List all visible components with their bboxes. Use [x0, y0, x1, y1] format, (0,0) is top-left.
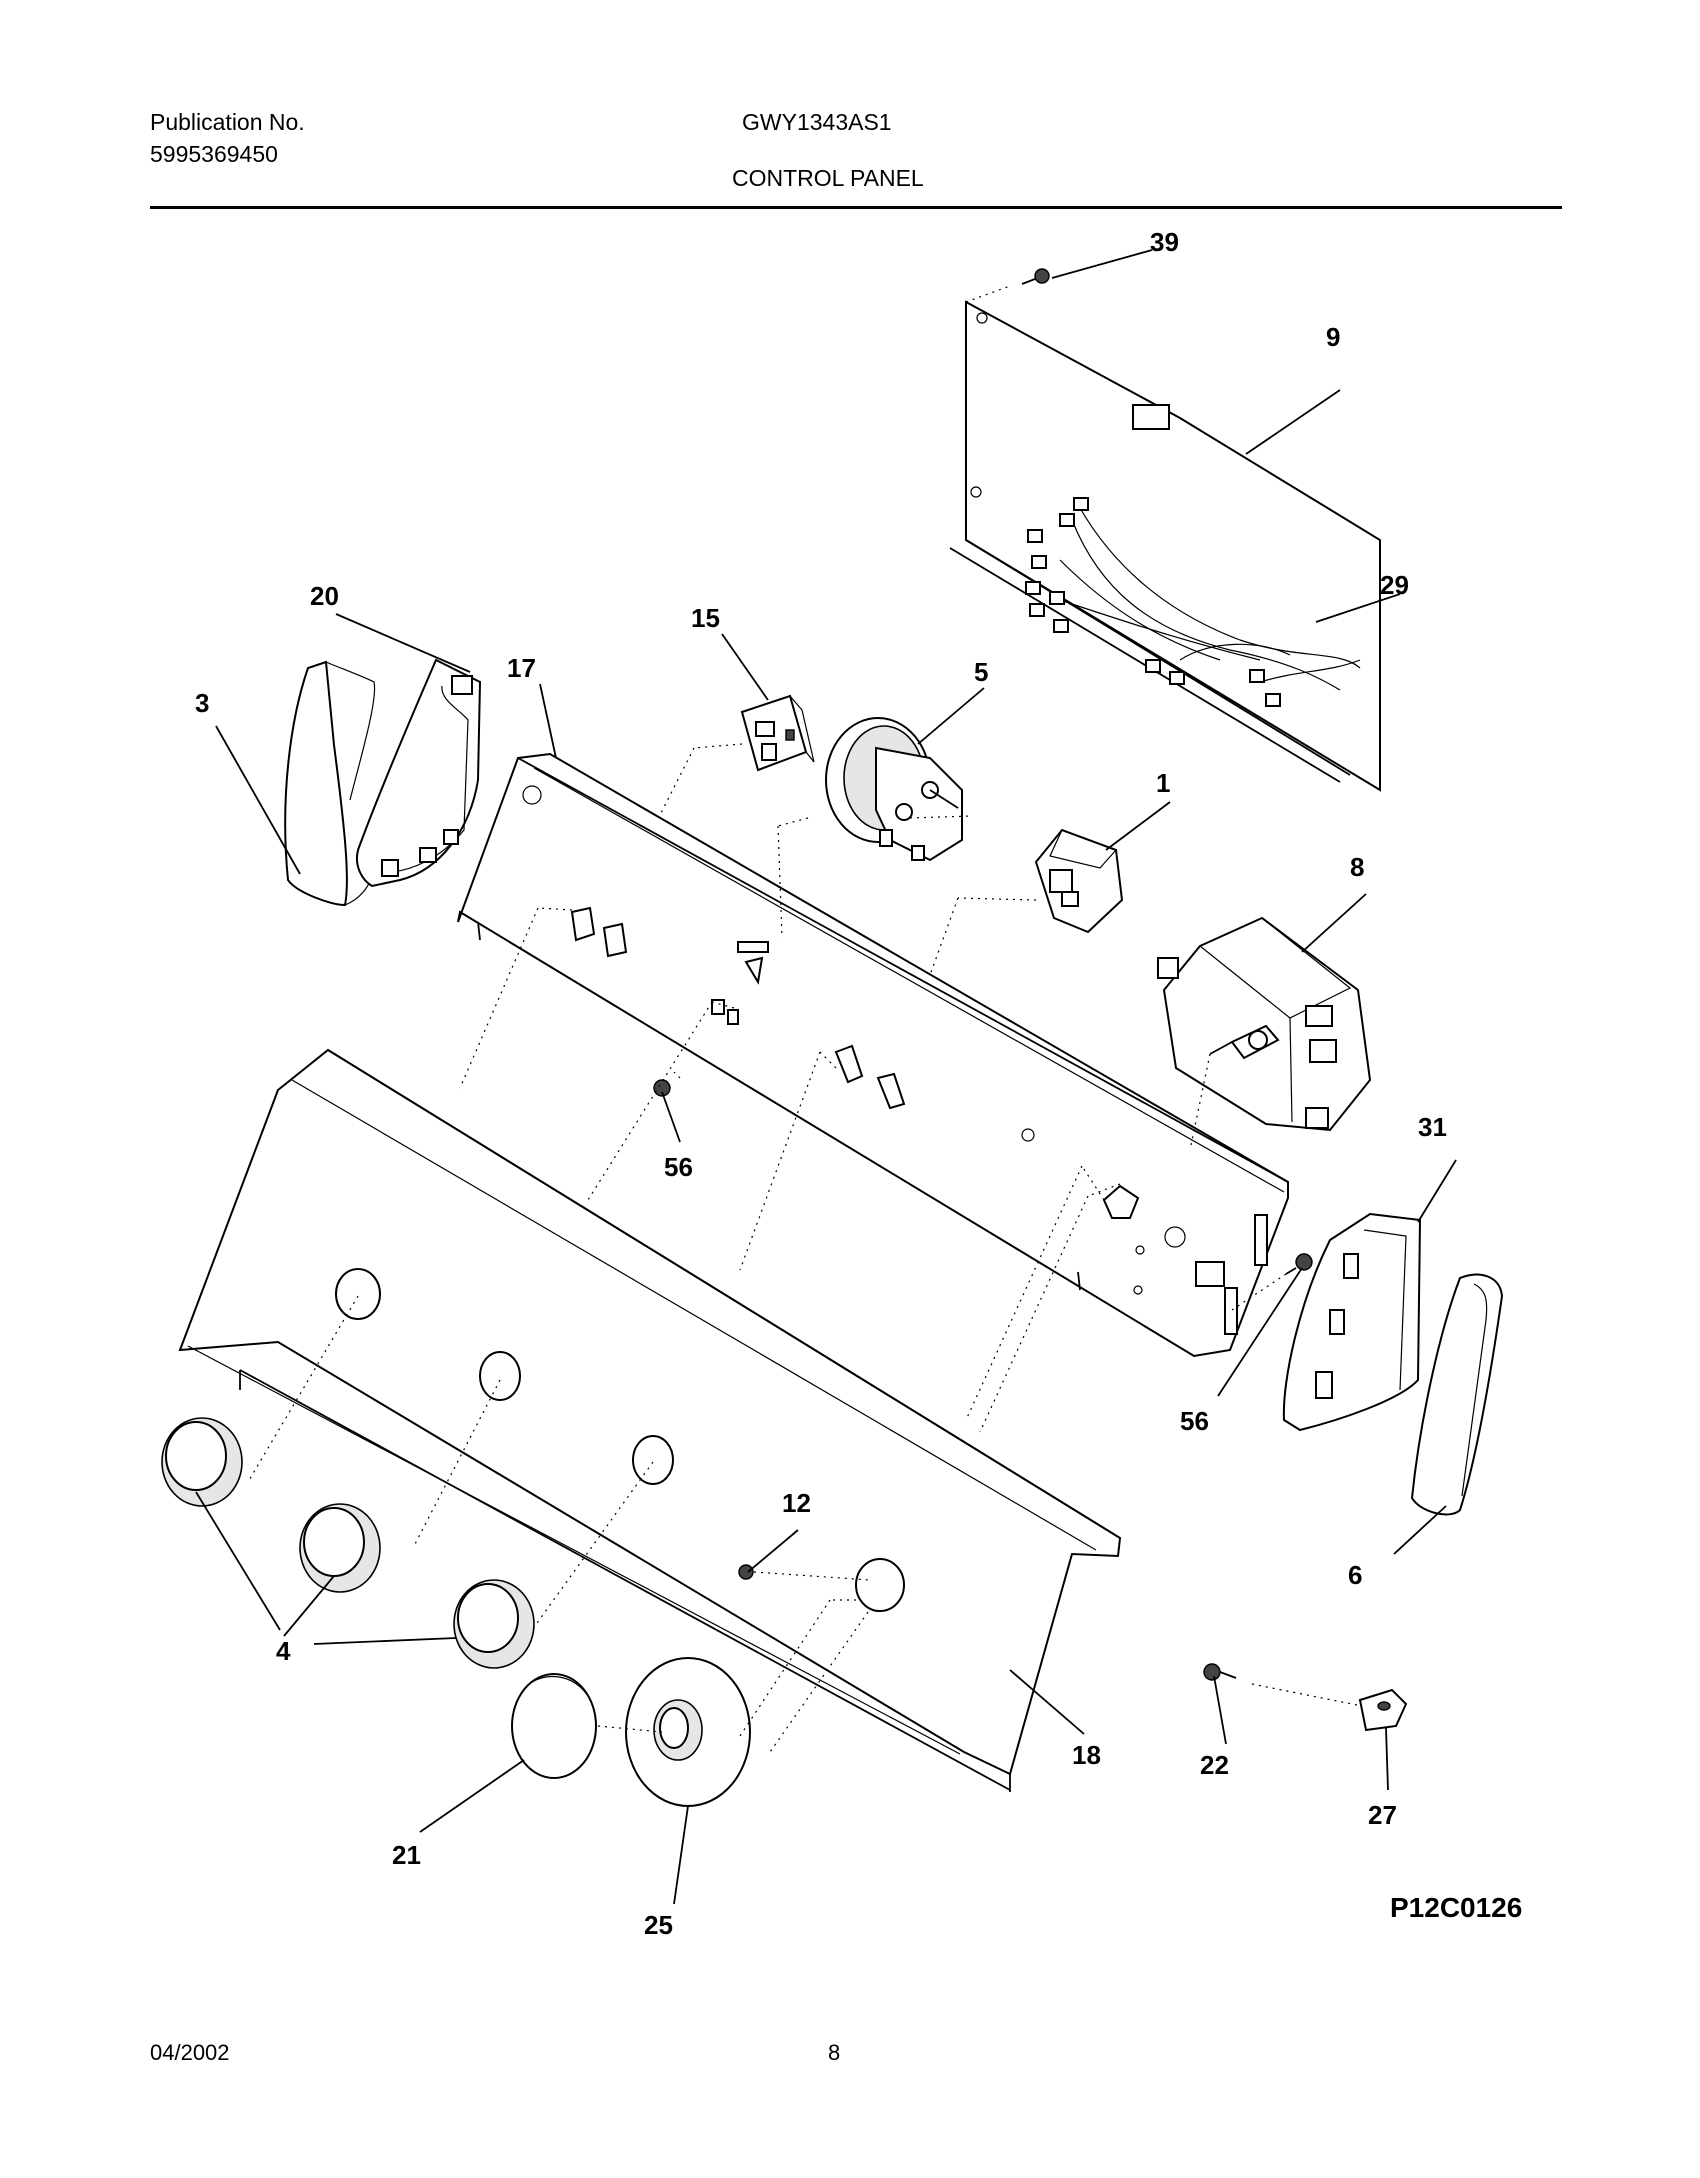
callout-29: 29: [1380, 570, 1409, 600]
switch-clip: [570, 906, 1140, 1219]
timer-part: [825, 717, 963, 862]
knob-part: [161, 1417, 243, 1507]
callout-labels: 39 9 29 20 15 5 17 3 1 8 56 56 31 6 12 4…: [195, 227, 1447, 1940]
motor-timer-part: [1157, 916, 1372, 1132]
knob-part: [299, 1503, 381, 1593]
knob-cap-part: [511, 1673, 597, 1779]
callout-4: 4: [276, 1636, 291, 1666]
footer-date: 04/2002: [150, 2040, 230, 2065]
publication-number: 5995369450: [150, 141, 278, 167]
publication-label: Publication No.: [150, 109, 305, 135]
screw-part: [1021, 268, 1050, 285]
callout-21: 21: [392, 1840, 421, 1870]
callout-12: 12: [782, 1488, 811, 1518]
callout-17: 17: [507, 653, 536, 683]
callout-8: 8: [1350, 852, 1364, 882]
small-switch-part: [740, 694, 815, 772]
control-panel-board-part: [457, 752, 1289, 1358]
screw-part: [738, 1564, 754, 1580]
left-end-cap-part: [284, 660, 376, 907]
right-bracket-part: [1282, 1212, 1422, 1432]
screw-part: [1285, 1253, 1313, 1275]
callout-20: 20: [310, 581, 339, 611]
model-number: GWY1343AS1: [742, 109, 892, 135]
rotary-switch-part: [1034, 828, 1124, 934]
illustration-code: P12C0126: [1390, 1892, 1523, 1923]
clip-part: [1358, 1688, 1408, 1732]
callout-39: 39: [1150, 227, 1179, 257]
callout-15: 15: [691, 603, 720, 633]
header-rule: [150, 206, 1562, 209]
callout-56-left: 56: [664, 1152, 693, 1182]
callout-3: 3: [195, 688, 209, 718]
callout-27: 27: [1368, 1800, 1397, 1830]
callout-6: 6: [1348, 1560, 1362, 1590]
leader-lines: [195, 249, 1457, 1905]
section-title: CONTROL PANEL: [732, 165, 924, 191]
assembly-guide-lines: [247, 743, 1363, 1753]
screw-part: [653, 1079, 671, 1097]
wire-harness-part: [1025, 497, 1361, 707]
page-number: 8: [828, 2040, 841, 2065]
callout-18: 18: [1072, 1740, 1101, 1770]
screw-part: [1203, 1663, 1237, 1681]
knob-part: [453, 1579, 535, 1669]
callout-1: 1: [1156, 768, 1170, 798]
callout-31: 31: [1418, 1112, 1447, 1142]
rear-cover-part: [949, 300, 1381, 792]
callout-9: 9: [1326, 322, 1340, 352]
right-end-cap-part: [1410, 1273, 1504, 1516]
console-panel-part: [178, 1048, 1122, 1792]
left-bracket-part: [356, 658, 482, 888]
callout-25: 25: [644, 1910, 673, 1940]
callout-22: 22: [1200, 1750, 1229, 1780]
callout-56-right: 56: [1180, 1406, 1209, 1436]
callout-5: 5: [974, 657, 988, 687]
dial-part: [625, 1657, 751, 1807]
